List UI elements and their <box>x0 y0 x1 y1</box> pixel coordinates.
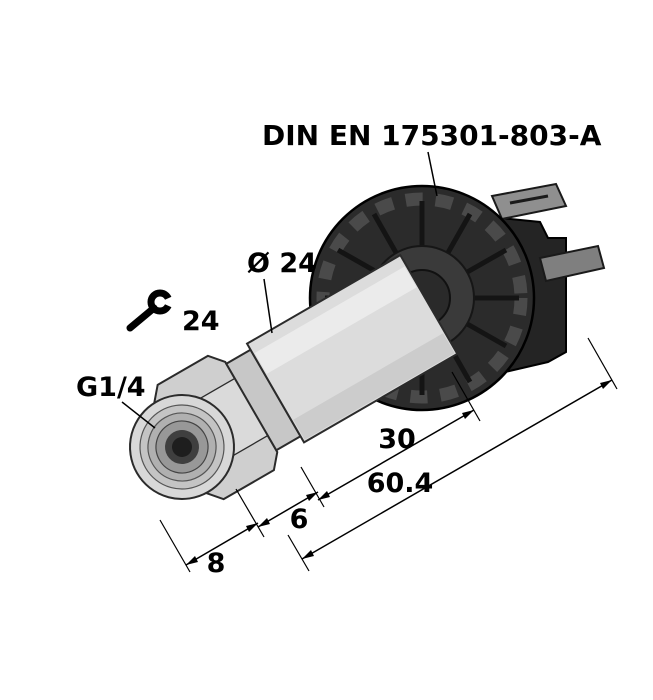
dim-line-8 <box>185 522 259 566</box>
dimension-6 <box>235 488 319 538</box>
ext-line-6-left <box>235 488 265 538</box>
dim-line-30 <box>317 409 475 501</box>
label-connector-standard: DIN EN 175301-803-A <box>262 119 602 152</box>
wrench-icon <box>126 289 182 332</box>
dim-text-60-4: 60.4 <box>367 468 434 499</box>
sensor-body-group <box>129 253 459 501</box>
pressure-port-face <box>129 394 235 500</box>
dim-text-6: 6 <box>290 504 309 535</box>
ext-line-30-right <box>451 371 481 422</box>
wrench-jaw-opening <box>160 292 182 312</box>
leader-body-diameter <box>263 278 273 334</box>
port-bore-deep <box>172 437 192 457</box>
arrowhead <box>306 492 318 501</box>
arrowhead <box>462 410 474 419</box>
cylinder-body <box>245 253 459 444</box>
connector-scalloped-rim <box>316 192 528 404</box>
ext-line-604-right <box>587 337 618 390</box>
arrowhead <box>186 556 198 565</box>
dim-text-8: 8 <box>207 548 226 579</box>
label-wrench-size: 24 <box>182 306 220 337</box>
wrench-handle <box>126 304 158 332</box>
cylinder-highlight <box>254 266 417 374</box>
leader-connector-standard <box>427 151 438 197</box>
arrowhead <box>246 523 258 532</box>
arrowhead <box>318 491 330 500</box>
cylinder-shadow <box>293 333 455 440</box>
leader-thread <box>121 401 156 429</box>
dim-line-604 <box>301 379 613 560</box>
dim-text-30: 30 <box>378 424 416 455</box>
arrowhead <box>258 518 270 527</box>
label-thread: G1/4 <box>76 372 146 403</box>
arrowhead <box>302 550 314 559</box>
label-body-diameter: Ø 24 <box>247 248 317 279</box>
connector-terminal-tab-top-slot <box>509 194 549 205</box>
dimension-8 <box>159 519 259 573</box>
ext-line-30-left <box>300 466 325 508</box>
arrowhead <box>600 380 612 389</box>
ext-line-604-left <box>287 534 310 572</box>
dimension-30 <box>300 371 481 508</box>
connector-terminal-tab-right <box>538 244 606 283</box>
connector-terminal-tab-top <box>490 182 568 221</box>
dimension-60-4 <box>287 337 618 572</box>
ext-line-8-left <box>159 519 191 573</box>
